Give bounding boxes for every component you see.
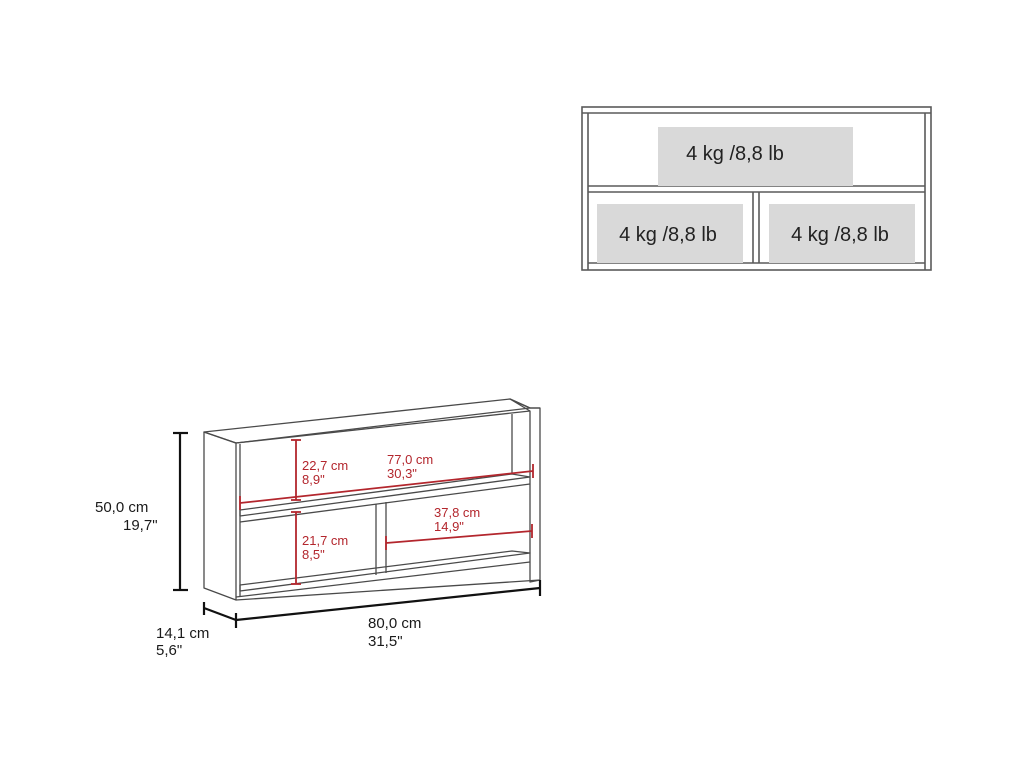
load-label-bottom-right: 4 kg /8,8 lb xyxy=(791,224,889,246)
compartment-width-in-label: 14,9" xyxy=(434,519,464,534)
inner-width-line xyxy=(239,470,534,504)
shelf-middle xyxy=(239,473,531,517)
width-cm-label: 80,0 cm xyxy=(368,615,421,632)
load-box-bottom-left xyxy=(597,204,743,263)
width-in-label: 31,5" xyxy=(368,633,403,650)
shelf-bottom xyxy=(239,550,531,592)
lower-height-cm-label: 21,7 cm xyxy=(302,533,348,548)
depth-cm-label: 14,1 cm xyxy=(156,625,209,642)
height-in-label: 19,7" xyxy=(123,517,158,534)
shelf-drawing xyxy=(203,398,541,601)
shelf-left-side xyxy=(203,431,237,601)
load-box-top xyxy=(658,127,853,186)
lower-height-in-label: 8,5" xyxy=(302,547,325,562)
compartment-width-cm-label: 37,8 cm xyxy=(434,505,480,520)
overall-dimension-lines xyxy=(173,431,542,628)
shelf-top-front xyxy=(235,410,531,444)
inner-width-in-label: 30,3" xyxy=(387,466,417,481)
shelf-bottom-front xyxy=(235,561,531,598)
shelf-base-edge xyxy=(235,579,541,601)
width-line xyxy=(235,586,541,622)
upper-height-in-label: 8,9" xyxy=(302,472,325,487)
upper-height-cm-label: 22,7 cm xyxy=(302,458,348,473)
depth-line xyxy=(203,606,237,622)
depth-in-label: 5,6" xyxy=(156,642,182,659)
inner-width-cm-label: 77,0 cm xyxy=(387,452,433,467)
load-frame-outer xyxy=(581,106,932,271)
shelf-top xyxy=(203,398,531,444)
compartment-width-line xyxy=(385,530,533,544)
load-label-top: 4 kg /8,8 lb xyxy=(686,143,784,165)
shelf-middle-front xyxy=(239,483,531,523)
interior-dimension-lines xyxy=(239,439,534,585)
height-cm-label: 50,0 cm xyxy=(95,499,148,516)
load-box-bottom-right xyxy=(769,204,915,263)
load-label-bottom-left: 4 kg /8,8 lb xyxy=(619,224,717,246)
